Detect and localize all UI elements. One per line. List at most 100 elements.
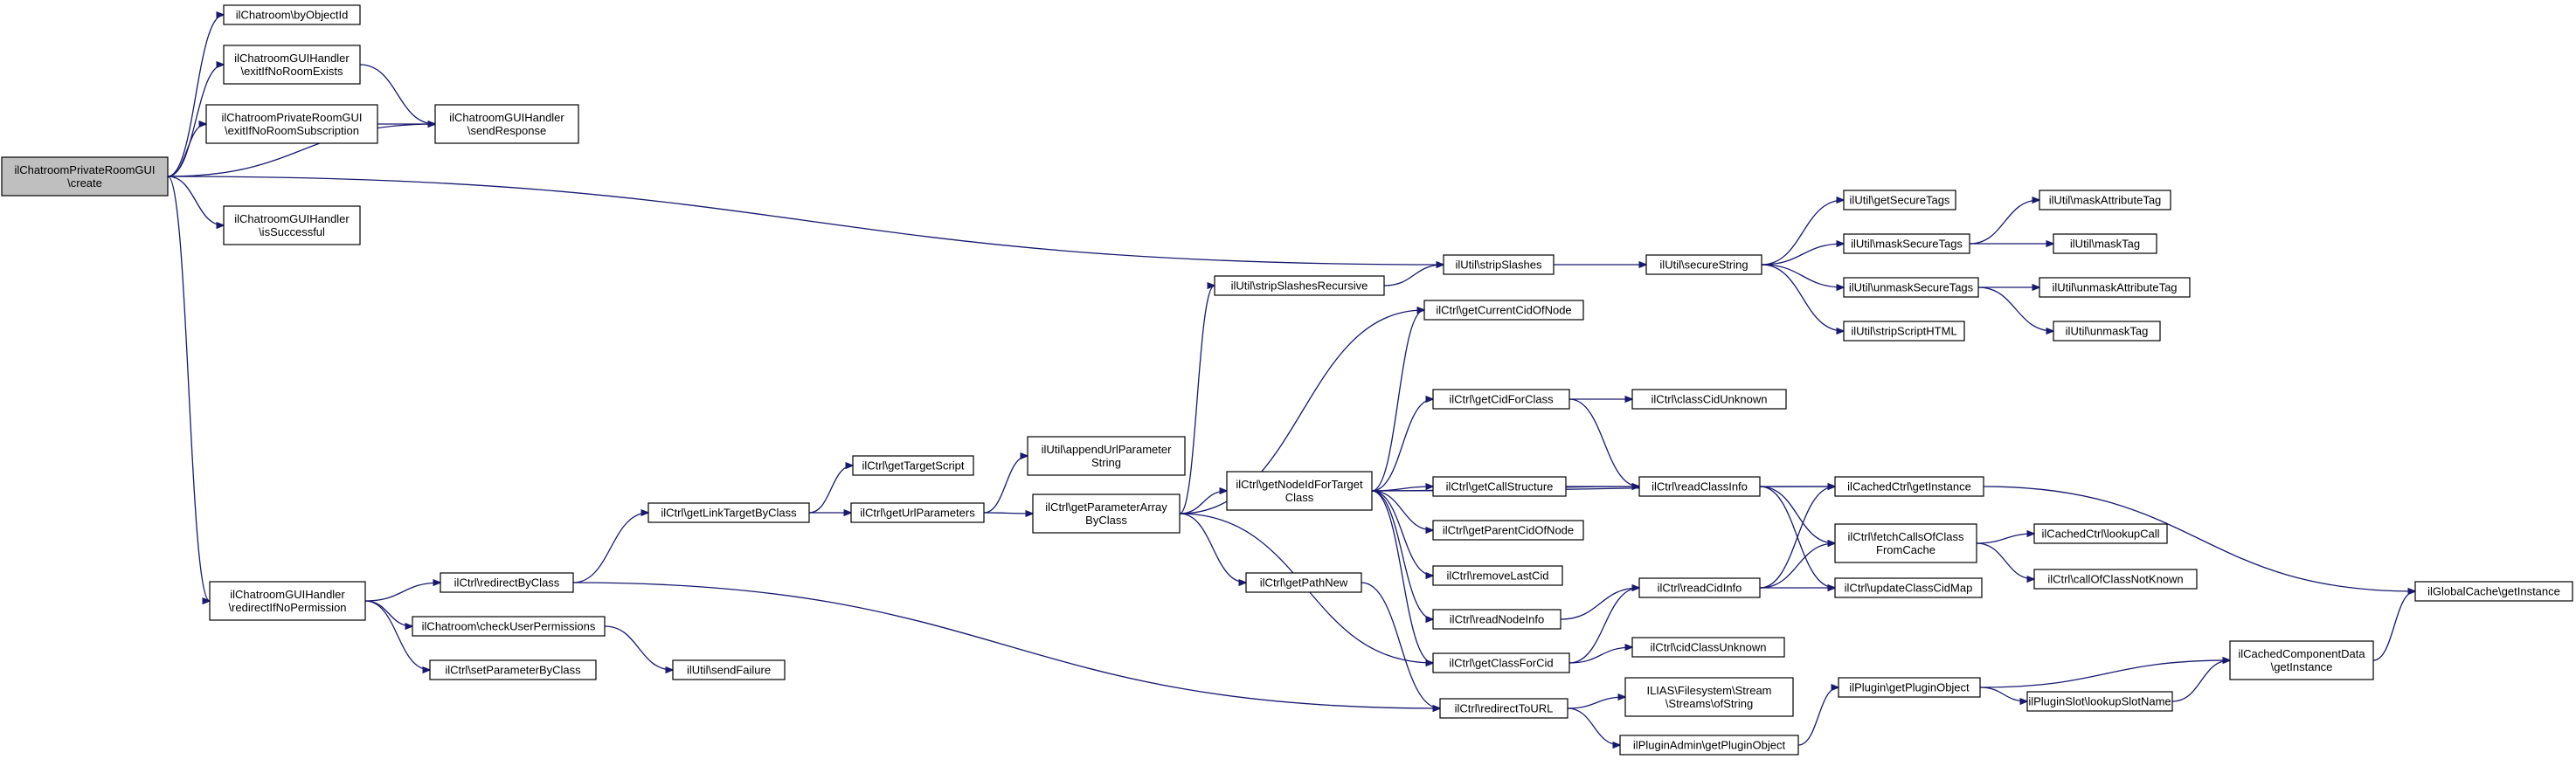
edge-n44-to-n47 (1976, 534, 2034, 544)
node-box (205, 104, 378, 144)
call-node[interactable]: ilCachedCtrl\getInstance (1834, 476, 1984, 497)
call-node[interactable]: ilCtrl\setParameterByClass (429, 659, 597, 680)
node-box (1631, 637, 1785, 658)
node-label: ilCtrl\getNodeIdForTarget (1236, 478, 1363, 491)
call-node[interactable]: ilCtrl\removeLastCid (1432, 565, 1563, 586)
call-node[interactable]: ilUtil\maskSecureTags (1843, 233, 1970, 254)
node-box (1631, 389, 1787, 410)
call-node[interactable]: ilUtil\unmaskAttributeTag (2039, 277, 2191, 298)
call-node[interactable]: ilGlobalCache\getInstance (2414, 581, 2573, 602)
edge-n8-to-n10 (1761, 244, 1844, 266)
call-node[interactable]: ilCtrl\getCurrentCidOfNode (1423, 300, 1584, 321)
call-node[interactable]: ilCtrl\readCidInfo (1638, 577, 1761, 598)
call-node[interactable]: ilUtil\stripSlashesRecursive (1214, 275, 1385, 296)
call-node[interactable]: ilUtil\stripSlashes (1443, 254, 1555, 275)
node-box (223, 4, 361, 25)
node-label: ilCtrl\getUrlParameters (860, 507, 975, 520)
call-node[interactable]: ilCtrl\classCidUnknown (1631, 389, 1787, 410)
node-box (434, 104, 579, 144)
call-node[interactable]: ilUtil\maskAttributeTag (2039, 190, 2171, 210)
call-node[interactable]: ilCtrl\getCallStructure (1432, 476, 1567, 497)
call-node[interactable]: ilPluginSlot\lookupSlotName (2026, 691, 2173, 712)
node-box (2033, 523, 2168, 544)
call-node[interactable]: ilChatroomGUIHandler\isSuccessful (223, 205, 361, 245)
call-node[interactable]: ilChatroomGUIHandler\exitIfNoRoomExists (223, 45, 361, 85)
node-label: ilCtrl\classCidUnknown (1652, 393, 1768, 406)
call-node[interactable]: ilCtrl\getPathNew (1245, 572, 1362, 593)
edge-n50-to-n51 (2372, 591, 2415, 661)
edge-n26-to-n28 (1179, 310, 1424, 514)
node-box (852, 455, 974, 476)
node-box (1443, 254, 1555, 275)
node-box (2026, 691, 2173, 712)
nodes-layer: ilChatroomPrivateRoomGUI\createilChatroo… (1, 4, 2573, 756)
node-label: ilPluginAdmin\getPluginObject (1633, 739, 1786, 752)
node-box (850, 502, 985, 523)
call-node[interactable]: ilUtil\getSecureTags (1843, 190, 1956, 210)
node-label: ilCachedComponentData (2238, 647, 2365, 660)
call-node[interactable]: ilChatroom\checkUserPermissions (412, 616, 606, 637)
call-node[interactable]: ilUtil\maskTag (2053, 233, 2157, 254)
node-label: ilCtrl\readNodeInfo (1450, 613, 1544, 626)
node-label: ilChatroomGUIHandler (234, 52, 350, 65)
call-node[interactable]: ilPluginAdmin\getPluginObject (1619, 735, 1799, 756)
call-node[interactable]: ilCtrl\callOfClassNotKnown (2033, 569, 2198, 590)
call-node[interactable]: ilCtrl\updateClassCidMap (1834, 577, 1983, 598)
call-node[interactable]: ilCachedComponentData\getInstance (2229, 640, 2374, 680)
edge-n46-to-n49 (1979, 687, 2027, 701)
edge-n36-to-n39 (1560, 588, 1639, 620)
node-label: FromCache (1876, 543, 1935, 556)
call-node[interactable]: ilCtrl\getClassForCid (1432, 652, 1570, 673)
call-node[interactable]: ilUtil\unmaskTag (2053, 321, 2161, 342)
call-node[interactable]: ilUtil\stripScriptHTML (1843, 321, 1965, 342)
call-node[interactable]: ilUtil\unmaskSecureTags (1843, 277, 1979, 298)
node-label: ilCtrl\fetchCallsOfClass (1848, 530, 1964, 543)
call-node[interactable]: ilCtrl\getLinkTargetByClass (647, 502, 810, 523)
node-label: ilGlobalCache\getInstance (2427, 585, 2560, 598)
node-box (412, 616, 606, 637)
edge-n32-to-n38 (1568, 398, 1639, 487)
call-node[interactable]: ilCachedCtrl\lookupCall (2033, 523, 2168, 544)
edge-n24-to-n26 (983, 513, 1033, 514)
node-label: ilPluginSlot\lookupSlotName (2028, 695, 2171, 708)
call-node[interactable]: ilCtrl\getParentCidOfNode (1432, 520, 1584, 541)
edge-n18-to-n22 (604, 625, 673, 670)
call-node[interactable]: ilChatroomGUIHandler\redirectIfNoPermiss… (209, 581, 366, 621)
node-label: \getInstance (2271, 660, 2333, 673)
node-box (2053, 233, 2157, 254)
call-node[interactable]: ilCtrl\readClassInfo (1638, 476, 1761, 497)
node-box (2053, 321, 2161, 342)
call-node[interactable]: ilPlugin\getPluginObject (1838, 677, 1981, 698)
node-box (1226, 471, 1373, 511)
call-node[interactable]: ilUtil\sendFailure (672, 659, 786, 680)
call-node[interactable]: ilUtil\secureString (1645, 254, 1762, 275)
call-node[interactable]: ilChatroomGUIHandler\sendResponse (434, 104, 579, 144)
call-node[interactable]: ilCtrl\getTargetScript (852, 455, 974, 476)
node-label: \sendResponse (467, 124, 546, 137)
node-box (1843, 321, 1965, 342)
node-label: ilChatroomGUIHandler (234, 212, 350, 225)
call-node[interactable]: ilCtrl\getUrlParameters (850, 502, 985, 523)
node-box (1432, 652, 1570, 673)
call-node[interactable]: ilCtrl\redirectByClass (440, 572, 574, 593)
node-label: ilCtrl\updateClassCidMap (1845, 582, 1973, 595)
node-box (209, 581, 366, 621)
call-node[interactable]: ilChatroomPrivateRoomGUI\exitIfNoRoomSub… (205, 104, 378, 144)
edge-n0-to-n3 (167, 124, 435, 177)
node-box (429, 659, 597, 680)
edge-n39-to-n44 (1759, 543, 1835, 589)
call-node[interactable]: ilCtrl\cidClassUnknown (1631, 637, 1785, 658)
call-node[interactable]: ilChatroom\byObjectId (223, 4, 361, 25)
call-node[interactable]: ilCtrl\getCidForClass (1432, 389, 1570, 410)
call-node[interactable]: ilCtrl\readNodeInfo (1432, 609, 1562, 630)
node-label: \redirectIfNoPermission (228, 601, 346, 614)
node-box (2039, 190, 2171, 210)
call-node[interactable]: ilCtrl\redirectToURL (1439, 698, 1568, 719)
call-node[interactable]: ILIAS\Filesystem\Stream\Streams\ofString (1624, 677, 1794, 717)
node-label: \create (67, 176, 102, 190)
node-box (440, 572, 574, 593)
